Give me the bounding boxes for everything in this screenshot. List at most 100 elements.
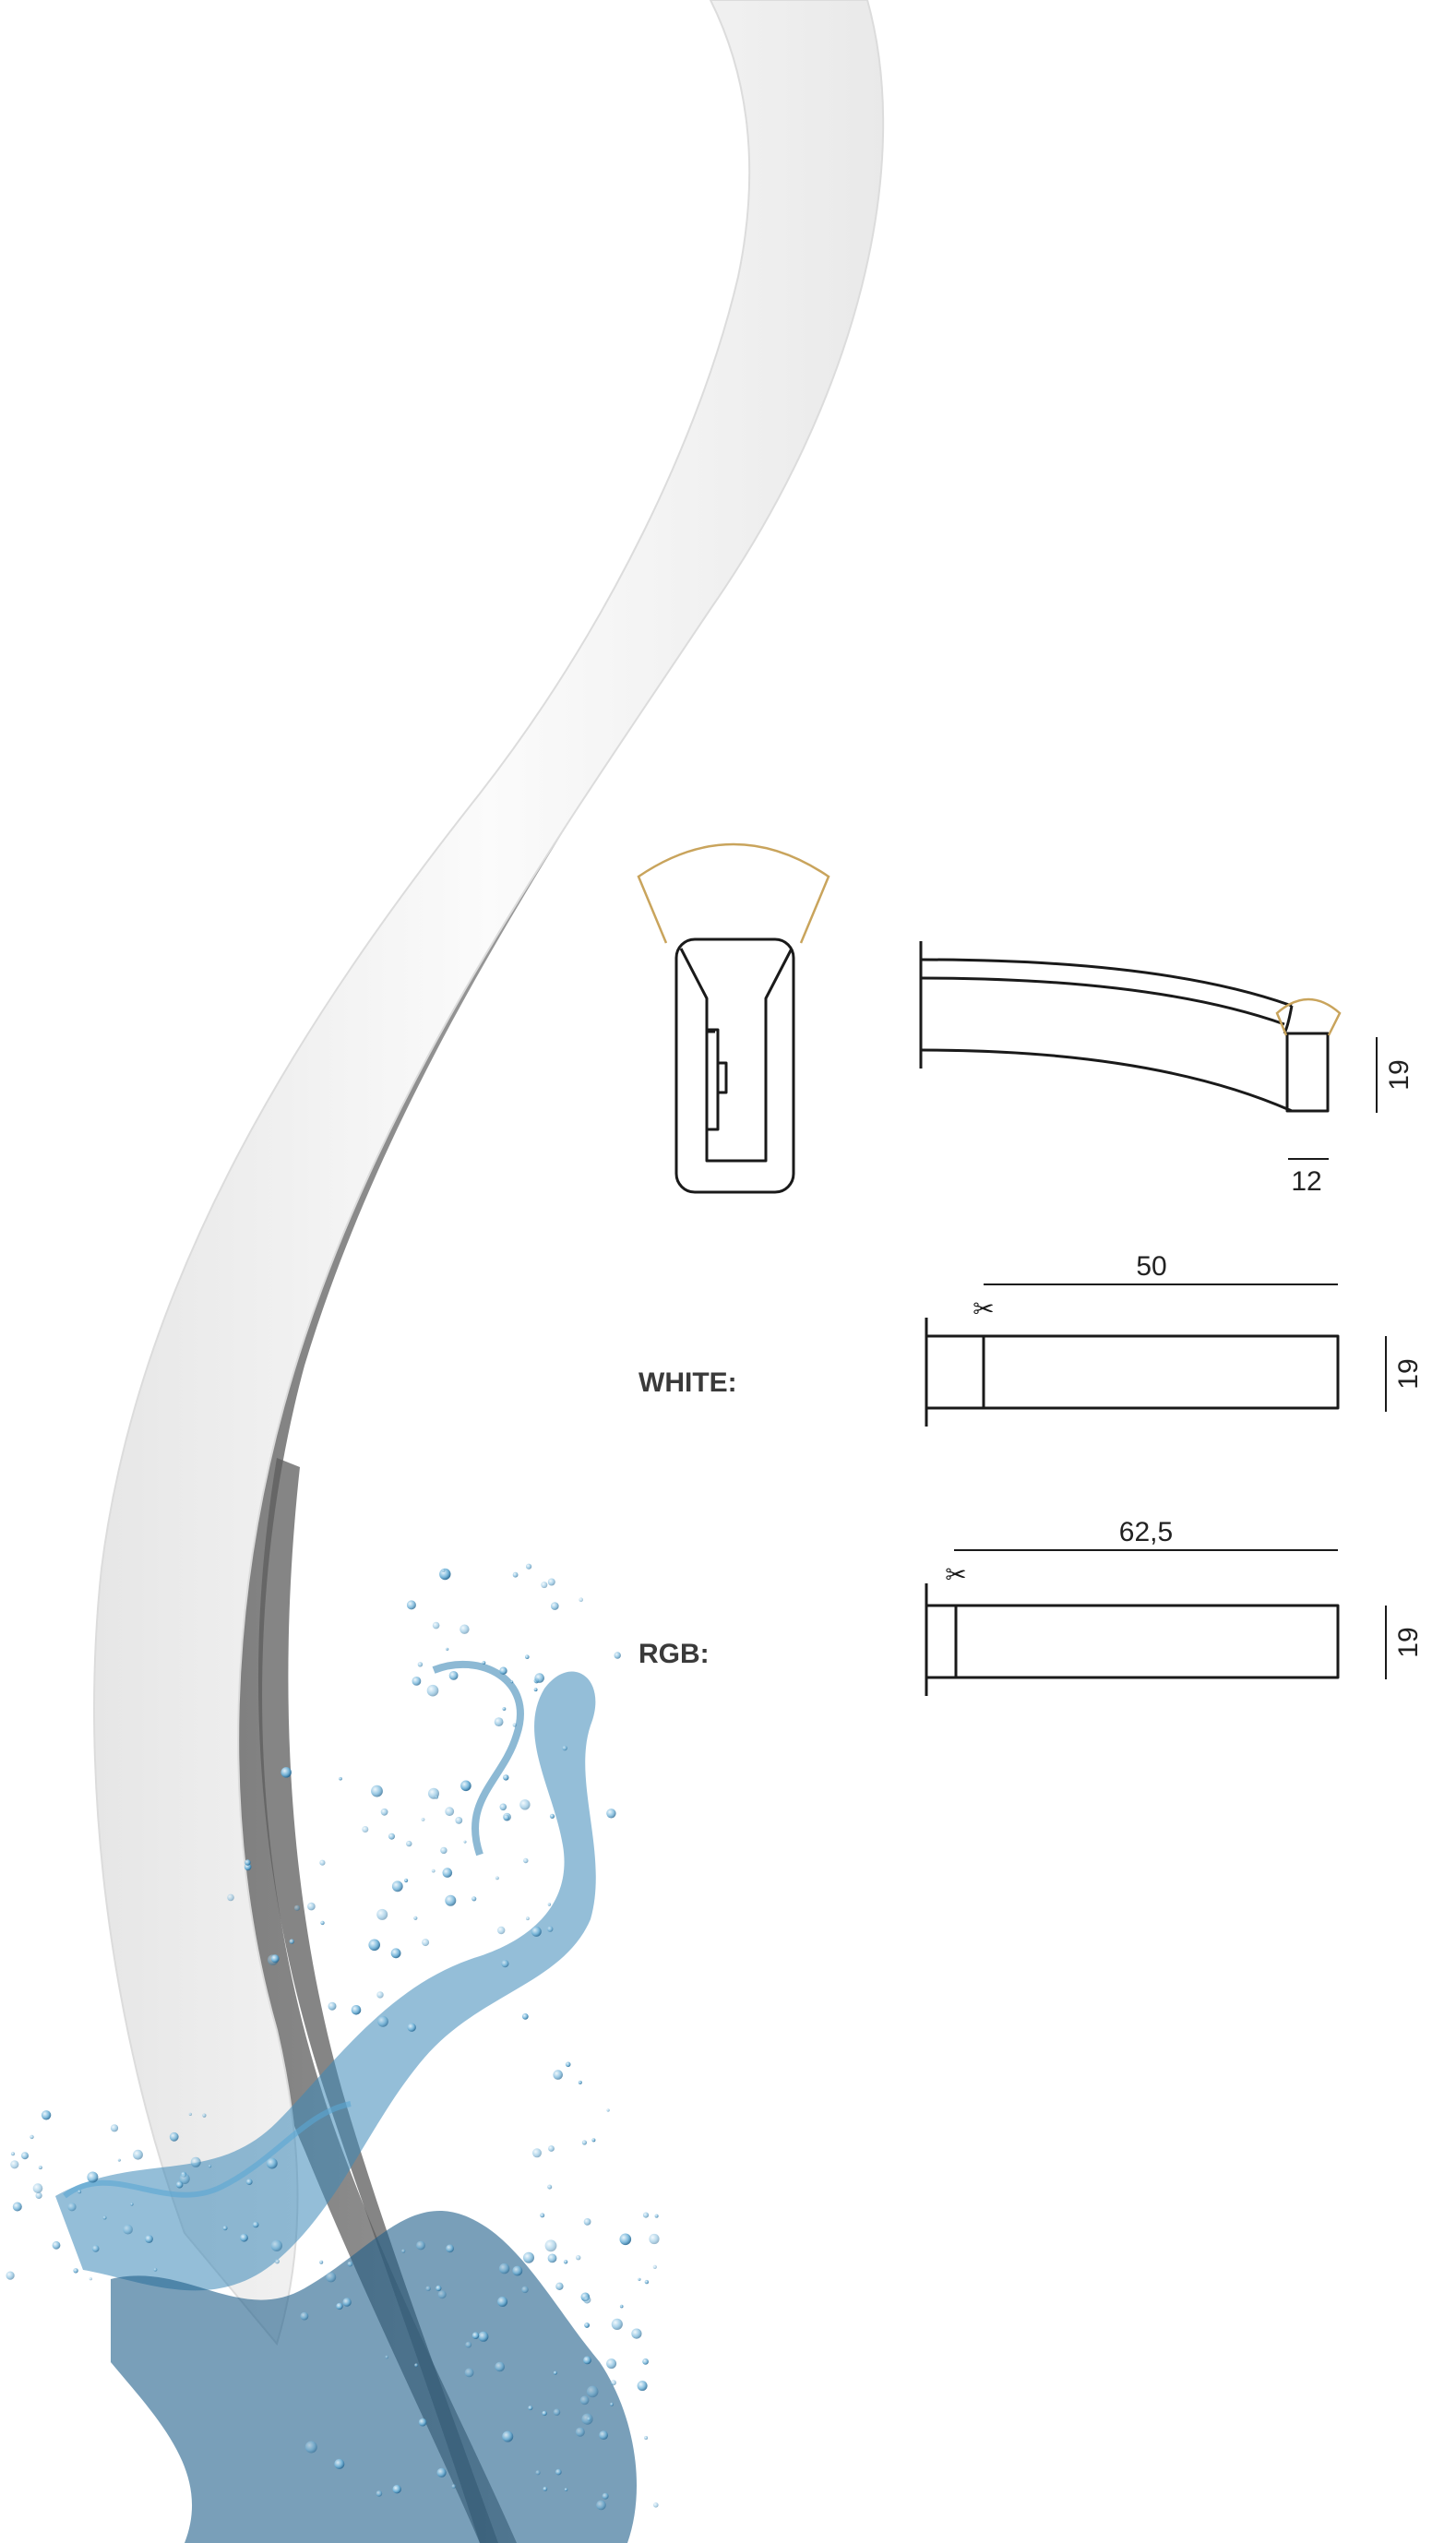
water-droplet (227, 1893, 234, 1902)
water-droplet (460, 1780, 471, 1792)
water-droplet (555, 2282, 564, 2290)
water-droplet (644, 2279, 650, 2285)
water-droplet (547, 2253, 557, 2263)
water-droplet (422, 1939, 430, 1947)
water-droplet (547, 2184, 553, 2190)
water-droplet (551, 1602, 559, 1610)
water-droplet (555, 2468, 562, 2476)
water-droplet (351, 2005, 362, 2015)
water-droplet (512, 1571, 519, 1578)
water-droplet (436, 2467, 447, 2477)
water-droplet (465, 2341, 472, 2348)
water-droplet (606, 1809, 616, 1819)
water-droplet (252, 2221, 259, 2228)
water-droplet (541, 1582, 548, 1589)
water-droplet (579, 1597, 583, 1602)
water-droplet (436, 2285, 442, 2291)
water-droplet (654, 2214, 659, 2218)
water-droplet (564, 2488, 568, 2491)
water-droplet (245, 2179, 253, 2186)
water-droplet (563, 2260, 568, 2264)
water-droplet (380, 1808, 388, 1816)
water-droplet (21, 2152, 29, 2160)
water-droplet (87, 2171, 99, 2183)
variant-white-cut-length: 50 (1136, 1251, 1166, 1282)
water-droplet (576, 2255, 581, 2261)
water-droplet (581, 2140, 588, 2145)
water-droplet (401, 2249, 406, 2253)
water-droplet (575, 2427, 585, 2437)
water-droplet (542, 2410, 547, 2417)
water-droplet (413, 1916, 418, 1920)
water-droplet (293, 1904, 301, 1911)
water-droplet (464, 2368, 474, 2378)
splash-curl (432, 1660, 524, 1857)
water-droplet (495, 2361, 505, 2372)
water-droplet (581, 2413, 593, 2425)
water-droplet (547, 1926, 554, 1932)
water-droplet (596, 2500, 606, 2511)
water-droplet (407, 2023, 416, 2032)
water-droplet (418, 2418, 427, 2427)
side-view-beam-arc (1275, 997, 1342, 1036)
water-droplet (642, 2212, 650, 2218)
water-droplet (67, 2203, 77, 2212)
water-droplet (512, 2265, 523, 2276)
water-droplet (414, 2363, 418, 2368)
water-droplets (6, 1563, 660, 2511)
water-droplet (441, 1569, 446, 1572)
variant-rgb-height-dimension: 19 (1393, 1627, 1424, 1657)
profile-led-chip (705, 1028, 720, 1131)
water-droplet (494, 1717, 504, 1726)
profile-side-view: 19 12 (919, 941, 1414, 1197)
water-droplet (300, 2311, 309, 2321)
water-droplet (169, 2131, 179, 2142)
water-droplet (304, 2441, 317, 2453)
water-splash (6, 1563, 660, 2543)
water-droplet (652, 2264, 657, 2269)
water-droplet (521, 2286, 529, 2294)
water-droplet (497, 1926, 506, 1935)
water-droplet (35, 2191, 42, 2199)
water-droplet (583, 2218, 591, 2226)
water-droplet (562, 1745, 567, 1751)
water-droplet (334, 2458, 345, 2469)
water-droplet (482, 1661, 486, 1665)
water-droplet (455, 1817, 463, 1824)
water-droplet (342, 2298, 352, 2307)
water-droplet (388, 1833, 395, 1840)
side-view-width-dimension: 12 (1291, 1166, 1321, 1197)
water-droplet (534, 1673, 544, 1683)
water-droplet (102, 2215, 107, 2220)
water-droplet (533, 1688, 538, 1692)
water-droplet (406, 1840, 412, 1847)
water-droplet (544, 2239, 557, 2252)
side-view-end-block (1285, 1032, 1330, 1113)
water-droplet (73, 2268, 78, 2274)
water-droplet (653, 2502, 659, 2508)
water-droplet (631, 2328, 642, 2339)
water-droplet (644, 2436, 649, 2440)
water-droplet (416, 2240, 425, 2250)
water-droplet (602, 2492, 609, 2500)
water-droplet (583, 2296, 591, 2304)
water-droplet (525, 1654, 530, 1659)
water-droplet (610, 2402, 614, 2406)
side-view-height-dimension: 19 (1384, 1059, 1414, 1090)
water-droplet (498, 2262, 510, 2274)
water-droplet (547, 1903, 552, 1906)
variant-white-height-dimension: 19 (1393, 1358, 1424, 1389)
water-droplet (10, 2160, 19, 2169)
water-droplet (523, 1857, 529, 1864)
water-droplet (583, 2356, 591, 2365)
water-droplet (599, 2430, 608, 2441)
profile-diffuser (679, 948, 794, 1163)
water-droplet (440, 1846, 448, 1855)
water-droplet (270, 1954, 280, 1964)
water-droplet (610, 2380, 616, 2386)
water-droplet (52, 2240, 61, 2250)
water-droplet (435, 1795, 438, 1799)
water-droplet (244, 1863, 252, 1871)
water-droplet (110, 2124, 119, 2132)
water-droplet (502, 1707, 507, 1711)
